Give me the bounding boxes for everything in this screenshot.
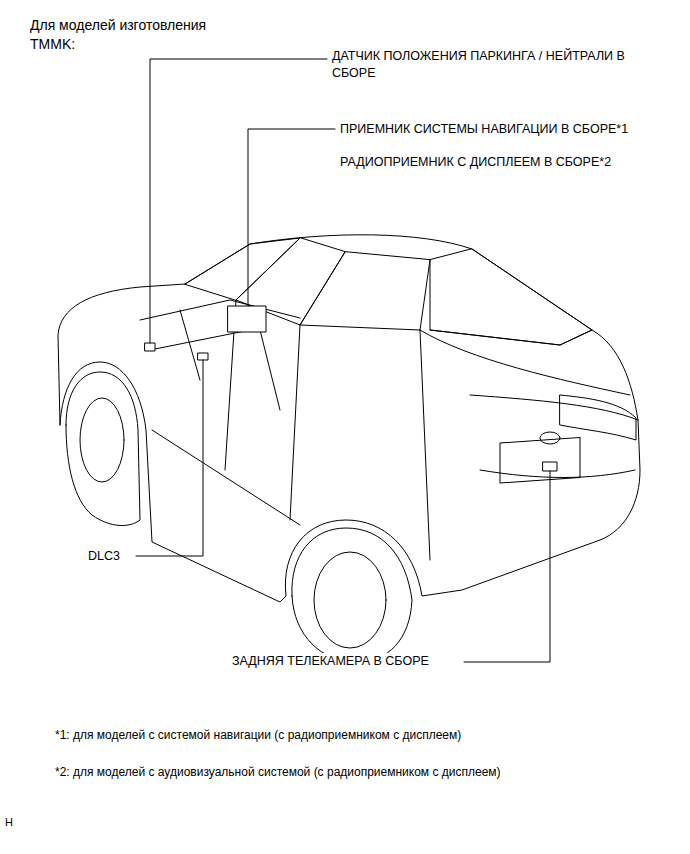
- part-label: DLC3: [88, 548, 120, 565]
- part-label: ПРИЕМНИК СИСТЕМЫ НАВИГАЦИИ В СБОРЕ*1: [340, 121, 628, 138]
- rear-panel: [470, 395, 638, 478]
- figure-code: H: [5, 815, 13, 830]
- dlc3-connector: [198, 353, 208, 360]
- rear-wheel: [292, 528, 412, 662]
- license-plate: [500, 437, 580, 483]
- rear-window: [430, 249, 592, 345]
- rear-rim: [314, 552, 386, 648]
- sensor-part: [145, 343, 155, 351]
- part-label: ДАТЧИК ПОЛОЖЕНИЯ ПАРКИНГА / НЕЙТРАЛИ В С…: [332, 48, 652, 82]
- part-label: ЗАДНЯЯ ТЕЛЕКАМЕРА В СБОРЕ: [232, 653, 429, 670]
- trunk-lid: [420, 330, 630, 395]
- front-rim: [80, 398, 124, 482]
- leader-line: [150, 59, 327, 343]
- footnote: *1: для моделей с системой навигации (с …: [55, 727, 461, 743]
- front-wheel: [66, 372, 140, 525]
- title: Для моделей изготовления TMMK:: [30, 16, 235, 54]
- camera-part: [543, 462, 557, 471]
- footnote: *2: для моделей с аудиовизуальной систем…: [55, 764, 501, 780]
- leader-line: [464, 471, 550, 662]
- tail-light: [560, 395, 636, 440]
- part-label: РАДИОПРИЕМНИК С ДИСПЛЕЕМ В СБОРЕ*2: [340, 154, 611, 171]
- emblem: [540, 432, 560, 444]
- nav-display: [228, 306, 266, 332]
- leader-line: [248, 129, 335, 306]
- windshield: [185, 238, 300, 300]
- dashboard: [140, 300, 300, 410]
- side-window-rear: [300, 252, 430, 330]
- door-lines: [152, 300, 430, 560]
- leader-line: [136, 360, 203, 556]
